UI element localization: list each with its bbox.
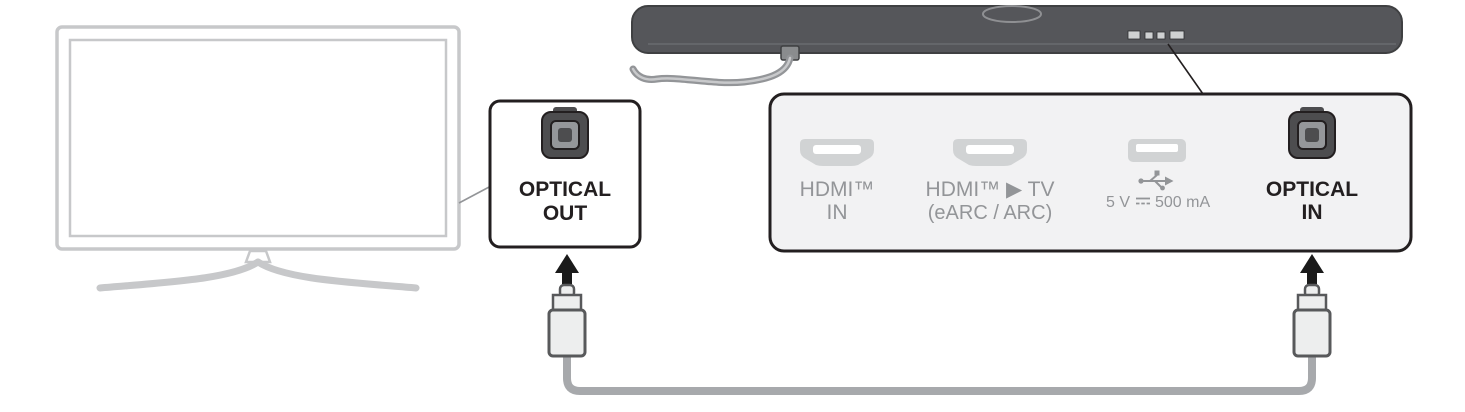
- hdmi-tv-label-line2: (eARC / ARC): [928, 202, 1052, 224]
- optical-out-label-line2: OUT: [543, 202, 588, 225]
- soundbar: [629, 5, 1403, 87]
- usb-label-right: 500 mA: [1155, 194, 1210, 211]
- hdmi-tv-port-slot: [966, 145, 1014, 154]
- tv-stand-right-foot: [254, 258, 420, 292]
- optical-out-callout: OPTICAL OUT: [488, 99, 642, 249]
- tv-stand-left-foot: [96, 258, 262, 292]
- soundbar-port: [1144, 31, 1154, 40]
- usb-group: 5 V 500 mA: [1106, 139, 1210, 211]
- plug-body: [547, 308, 587, 358]
- soundbar-port: [1156, 31, 1166, 40]
- optical-cable-plug-right: [1292, 283, 1332, 358]
- optical-cable: [563, 352, 1316, 395]
- hdmi-in-label-line2: IN: [827, 201, 848, 224]
- usb-port-slot: [1136, 144, 1178, 152]
- soundbar-ports: [1127, 30, 1185, 40]
- tv: [55, 25, 461, 292]
- soundbar-top-button: [982, 5, 1042, 23]
- soundbar-port: [1169, 30, 1185, 40]
- usb-label-left: 5 V: [1106, 194, 1130, 211]
- optical-out-label-line1: OPTICAL: [519, 178, 611, 201]
- hdmi-tv-label-line1: HDMI™ ▶ TV: [926, 178, 1055, 201]
- soundbar-port: [1127, 30, 1141, 40]
- tv-stand-neck: [244, 249, 272, 264]
- tv-screen: [68, 38, 448, 238]
- optical-out-box: [488, 99, 642, 249]
- plug-body: [1292, 308, 1332, 358]
- optical-cable-plug-left: [547, 283, 587, 358]
- optical-in-port-core: [1305, 128, 1319, 142]
- hdmi-in-label-line1: HDMI™: [800, 178, 875, 201]
- optical-in-group: OPTICAL IN: [1266, 107, 1358, 224]
- tv-callout-line: [458, 185, 492, 204]
- panel-callout-line: [1167, 43, 1204, 95]
- soundbar-body: [631, 5, 1403, 54]
- rear-panel: HDMI™ IN HDMI™ ▶ TV (eARC / ARC): [768, 92, 1413, 253]
- usb-symbol-icon: [1138, 170, 1174, 191]
- optical-out-arrow-icon: [555, 254, 579, 284]
- optical-out-port-core: [558, 128, 572, 142]
- optical-in-arrow-icon: [1300, 254, 1324, 284]
- optical-in-label-line2: IN: [1302, 201, 1323, 224]
- power-cable-highlight: [631, 56, 792, 84]
- hdmi-tv-group: HDMI™ ▶ TV (eARC / ARC): [926, 139, 1055, 224]
- dc-symbol-icon: [1136, 197, 1150, 205]
- optical-in-label-line1: OPTICAL: [1266, 178, 1358, 201]
- hdmi-in-port-slot: [813, 145, 861, 154]
- hdmi-in-group: HDMI™ IN: [800, 139, 875, 224]
- rear-panel-box: [768, 92, 1413, 253]
